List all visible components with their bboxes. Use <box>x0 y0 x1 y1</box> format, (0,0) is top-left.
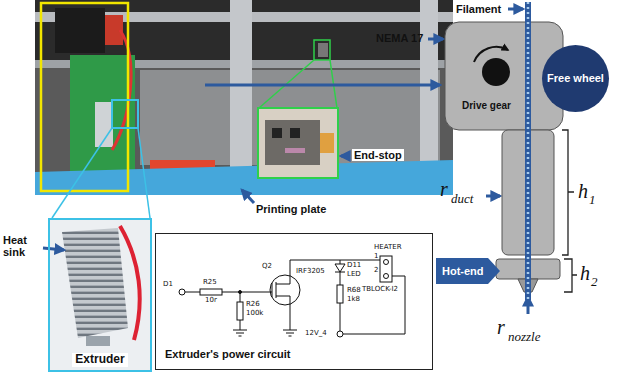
circuit-schematic-part <box>179 289 185 295</box>
component-value: LED <box>347 271 361 279</box>
callout-arrows-part <box>242 190 254 203</box>
math-subscript: 2 <box>591 275 598 289</box>
callout-arrows-part <box>486 195 500 198</box>
circuit-schematic-part <box>380 256 392 282</box>
circuit-schematic-part <box>185 292 200 293</box>
printer-photo-part <box>35 0 453 195</box>
heat-sink-photo-part <box>86 336 110 346</box>
circuit-schematic-part <box>200 289 222 295</box>
component-ref: D11 <box>347 262 361 270</box>
extruder-schematic-part <box>562 130 574 255</box>
printer-photo-part <box>41 3 128 191</box>
callout-arrows-part <box>43 248 64 250</box>
arrow-label: Hot-end <box>442 265 484 278</box>
part-label: Printing plate <box>256 203 326 215</box>
part-label: Heat sink <box>3 234 43 258</box>
part-label: Filament <box>456 3 501 15</box>
part-label: Drive gear <box>462 100 511 111</box>
math-subscript: nozzle <box>508 330 541 344</box>
circuit-schematic-part <box>237 302 243 320</box>
circuit-schematic-part <box>335 264 345 272</box>
circuit-schematic-part <box>343 276 405 334</box>
component-value: 10r <box>205 297 217 305</box>
net-name: 12V_4 <box>305 330 327 338</box>
printer-photo-part <box>318 43 328 57</box>
hot-end-arrow: Hot-end <box>436 258 500 284</box>
pin-name: D1 <box>163 281 173 289</box>
leader-lines-part <box>52 128 112 218</box>
printer-photo-part <box>112 100 138 128</box>
circuit-schematic-part <box>233 320 247 336</box>
printer-photo-part <box>314 40 330 60</box>
callout-arrows-part <box>508 8 523 11</box>
circuit-schematic-part <box>240 292 241 302</box>
inset-caption: Extruder <box>72 353 127 367</box>
heat-sink-photo <box>49 219 151 371</box>
component-ref: HEATER <box>374 244 402 252</box>
component-value: 100k <box>246 310 263 318</box>
circuit-panel: Extruder's power circuit <box>155 233 433 370</box>
component-ref: R26 <box>246 301 260 309</box>
endstop-inset <box>258 108 338 178</box>
heat-sink-photo-part <box>120 226 140 340</box>
pin-number: 1 <box>374 253 378 261</box>
callout-arrows-part <box>341 155 350 158</box>
part-label: End-stop <box>352 149 404 161</box>
extruder-schematic-part <box>525 2 531 300</box>
math-subscript: duct <box>451 192 473 206</box>
circuit-schematic-part <box>335 272 345 285</box>
leader-lines-part <box>138 128 150 218</box>
part-label: NEMA 17 <box>376 32 423 44</box>
circuit-schematic-part <box>337 285 343 303</box>
free-wheel-circle: Free wheel <box>542 45 609 112</box>
math-symbol: r <box>497 316 505 338</box>
circuit-schematic-part <box>340 303 341 331</box>
photo-inset: Extruder <box>48 218 152 372</box>
extruder-schematic-part <box>474 47 508 62</box>
callout-arrows-part <box>205 84 440 87</box>
circuit-schematic-part <box>272 260 297 336</box>
component-value: 1k8 <box>347 296 360 304</box>
pin-number: 2 <box>374 267 378 275</box>
extruder-schematic <box>445 2 577 300</box>
circuit-schematic-part <box>337 331 343 337</box>
panel-title: Extruder's power circuit <box>165 348 291 361</box>
component-ref: R68 <box>347 287 361 295</box>
endstop-inset-part <box>285 148 305 153</box>
component-ref: R25 <box>203 279 217 287</box>
circuit-schematic-part <box>384 274 389 279</box>
endstop-inset-part <box>320 133 334 153</box>
component-value: IRF3205 <box>296 268 325 276</box>
math-symbol: r <box>440 178 448 200</box>
circuit-schematic-part <box>384 260 389 265</box>
printer-photo <box>35 0 453 195</box>
endstop-inset-part <box>265 120 320 165</box>
extruder-schematic-part <box>564 259 577 292</box>
extruder-schematic-part <box>482 58 510 86</box>
wheel-label: Free wheel <box>547 72 604 85</box>
component-value: TBLOCK-I2 <box>362 286 398 294</box>
math-symbol: h <box>580 262 590 284</box>
callout-arrows-part <box>428 38 443 41</box>
circuit-schematic-part <box>270 275 300 305</box>
math-symbol: h <box>578 180 588 202</box>
circuit-schematic-part <box>340 260 341 264</box>
heat-sink-photo-part <box>49 219 151 371</box>
circuit-schematic <box>179 256 405 337</box>
arrow-fill <box>436 258 500 284</box>
endstop-inset-part <box>258 108 338 178</box>
printer-photo-part <box>55 8 105 53</box>
heat-sink-photo-part <box>62 228 128 338</box>
circuit-schematic-part <box>290 260 380 261</box>
extruder-schematic-part <box>527 2 530 300</box>
component-ref: Q2 <box>262 263 272 271</box>
circuit-schematic-part <box>222 292 272 293</box>
math-subscript: 1 <box>589 193 596 207</box>
endstop-inset-part <box>290 128 300 138</box>
endstop-inset-part <box>272 128 282 138</box>
